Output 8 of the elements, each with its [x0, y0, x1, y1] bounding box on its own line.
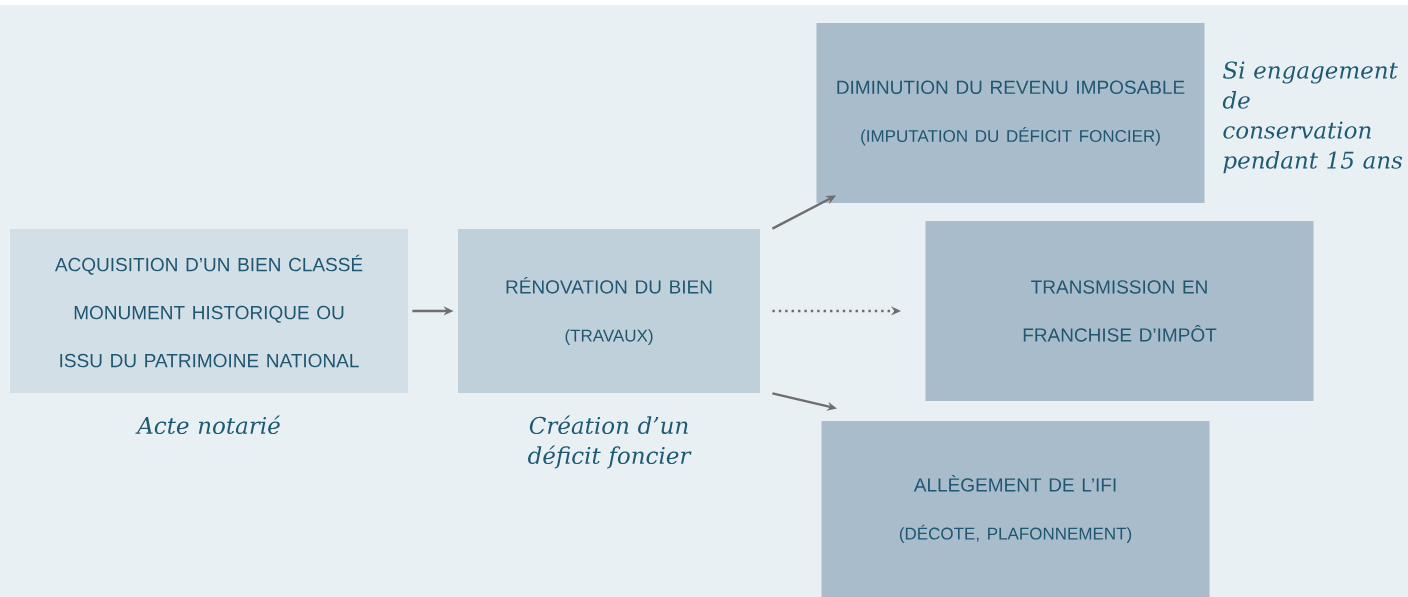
- process-box: DIMINUTION DU REVENU IMPOSABLE (IMPUTATION DU DÉFICIT FONCIER): [816, 23, 1205, 203]
- process-box: ALLÈGEMENT DE L’IFI (DÉCOTE, PLAFONNEMENT): [821, 421, 1210, 597]
- process-box: ACQUISITION D’UN BIEN CLASSÉ MONUMENT HISTORIQUE OU ISSU DU PATRIMOINE NATIONAL: [10, 229, 408, 393]
- caption-text: Si engagement de conservation pendant 15 ans: [1222, 61, 1403, 174]
- process-box: TRANSMISSION EN FRANCHISE D’IMPÔT: [925, 221, 1314, 401]
- caption-text: Création d’un déficit foncier: [528, 415, 692, 469]
- caption-text: Acte notarié: [135, 415, 281, 435]
- process-box: RÉNOVATION DU BIEN (TRAVAUX): [458, 229, 760, 393]
